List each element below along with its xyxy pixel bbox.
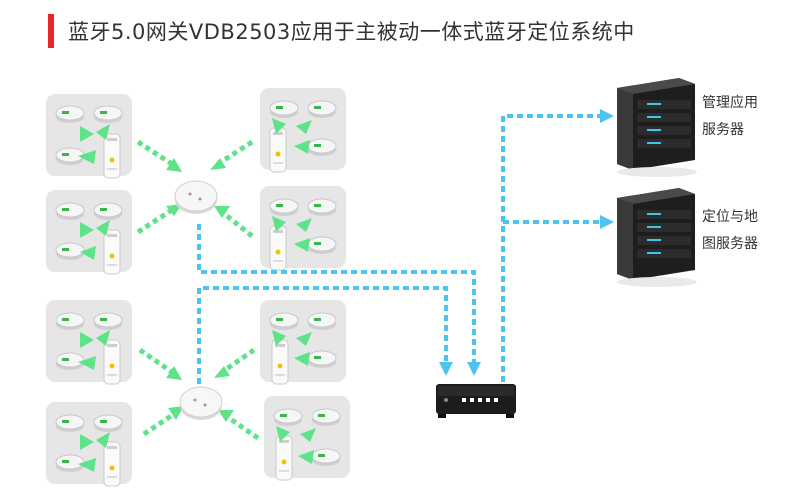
advertise-arrowheads xyxy=(166,158,234,422)
gateway-upper xyxy=(174,180,218,215)
network-switch xyxy=(436,384,516,418)
network-links xyxy=(197,114,602,384)
gateway-lower xyxy=(179,386,223,421)
management-server xyxy=(617,78,697,177)
server-label-line: 定位与地 xyxy=(702,209,758,225)
advertise-links xyxy=(136,139,260,441)
location-map-server-label: 定位与地 图服务器 xyxy=(702,204,758,258)
page-title: 蓝牙5.0网关VDB2503应用于主被动一体式蓝牙定位系统中 xyxy=(68,20,635,44)
server-label-line: 管理应用 xyxy=(702,95,758,111)
network-arrowheads xyxy=(439,109,614,376)
server-label-line: 图服务器 xyxy=(702,236,758,252)
location-map-server xyxy=(617,188,697,287)
server-label-line: 服务器 xyxy=(702,122,744,138)
title-accent-bar xyxy=(48,14,54,48)
tile-inner-arrows xyxy=(78,118,316,472)
management-server-label: 管理应用 服务器 xyxy=(702,90,758,144)
